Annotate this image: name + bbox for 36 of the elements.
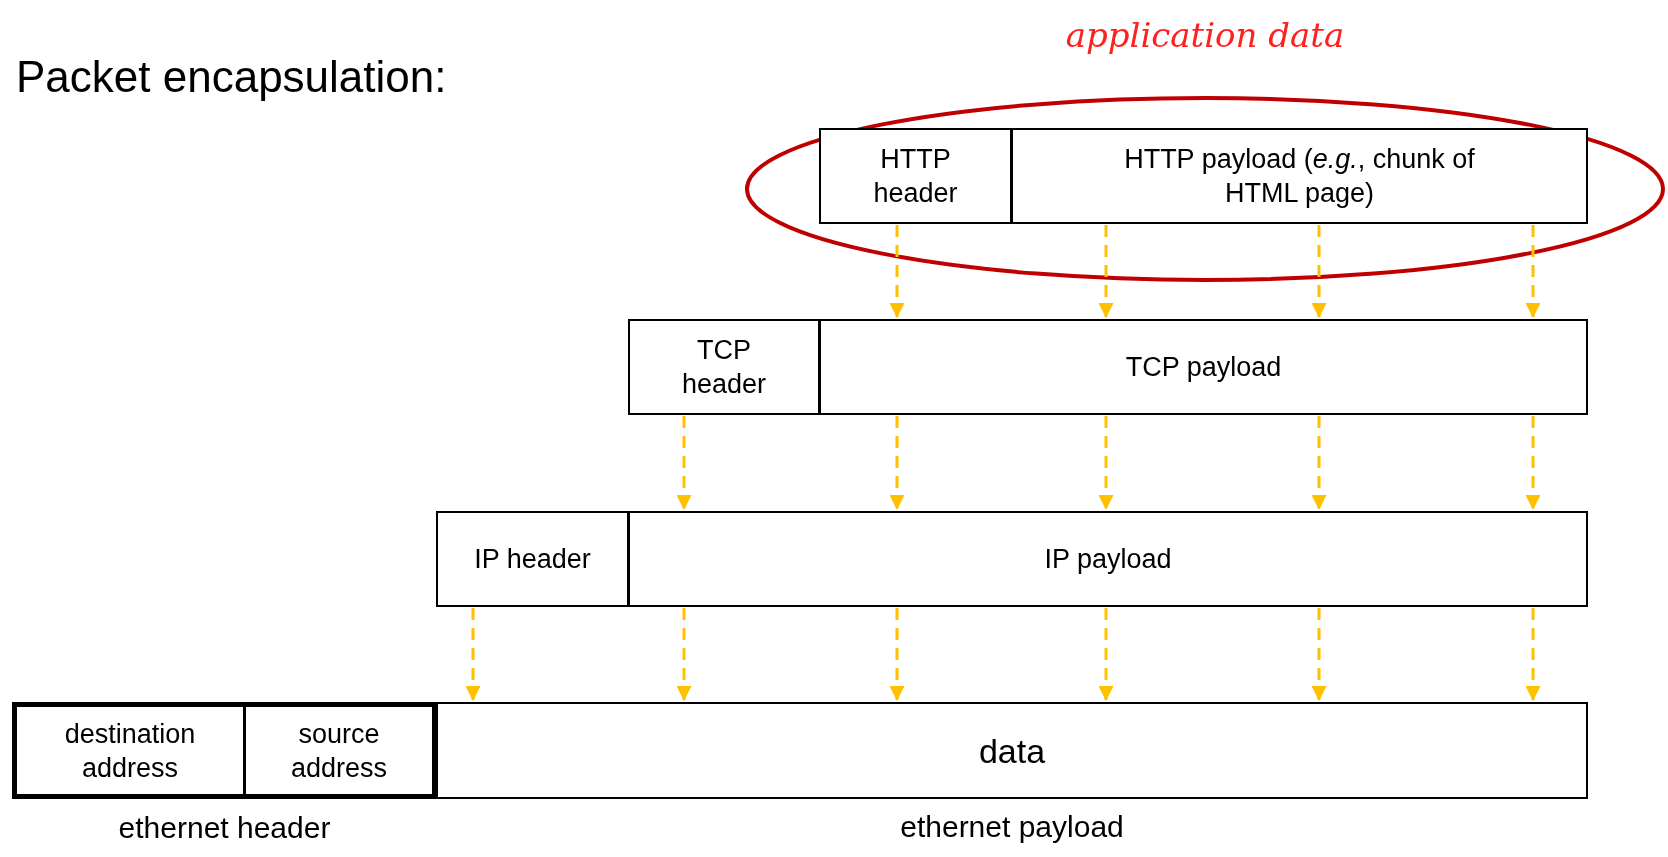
field-label: IP payload — [1044, 543, 1172, 576]
packet-field-box — [15, 705, 245, 796]
packet-field-box — [628, 511, 1588, 607]
arrow — [1311, 608, 1327, 701]
packet-field-box — [628, 319, 820, 415]
field-label: source address — [289, 717, 389, 785]
packet-field-box — [1011, 128, 1588, 224]
arrow — [1311, 225, 1327, 318]
field-label: data — [978, 733, 1046, 768]
arrow — [465, 608, 481, 701]
packet-field-box — [244, 705, 434, 796]
field-label: TCP header — [680, 334, 768, 401]
arrow — [676, 608, 692, 701]
arrow — [1525, 416, 1541, 510]
field-label: TCP payload — [1125, 351, 1282, 384]
packet-field-box — [819, 319, 1588, 415]
arrow — [889, 608, 905, 701]
field-label: HTTP header — [872, 143, 959, 210]
arrow — [1525, 608, 1541, 701]
field-label: IP header — [474, 543, 591, 576]
ellipse-label: application data — [1065, 14, 1345, 57]
arrow — [889, 225, 905, 318]
arrow — [1525, 225, 1541, 318]
group-label: ethernet header — [118, 810, 331, 846]
field-label: destination address — [63, 717, 197, 785]
arrow — [1311, 416, 1327, 510]
arrow — [1098, 416, 1114, 510]
packet-field-box — [819, 128, 1012, 224]
field-label: HTTP payload (e.g., chunk of HTML page) — [1123, 143, 1476, 210]
arrow — [1098, 225, 1114, 318]
arrow — [676, 416, 692, 510]
field-caption: ethernet payload — [900, 809, 1124, 845]
arrow — [889, 416, 905, 510]
arrow — [1098, 608, 1114, 701]
packet-field-box — [436, 511, 629, 607]
diagram-title: Packet encapsulation: — [16, 51, 447, 103]
